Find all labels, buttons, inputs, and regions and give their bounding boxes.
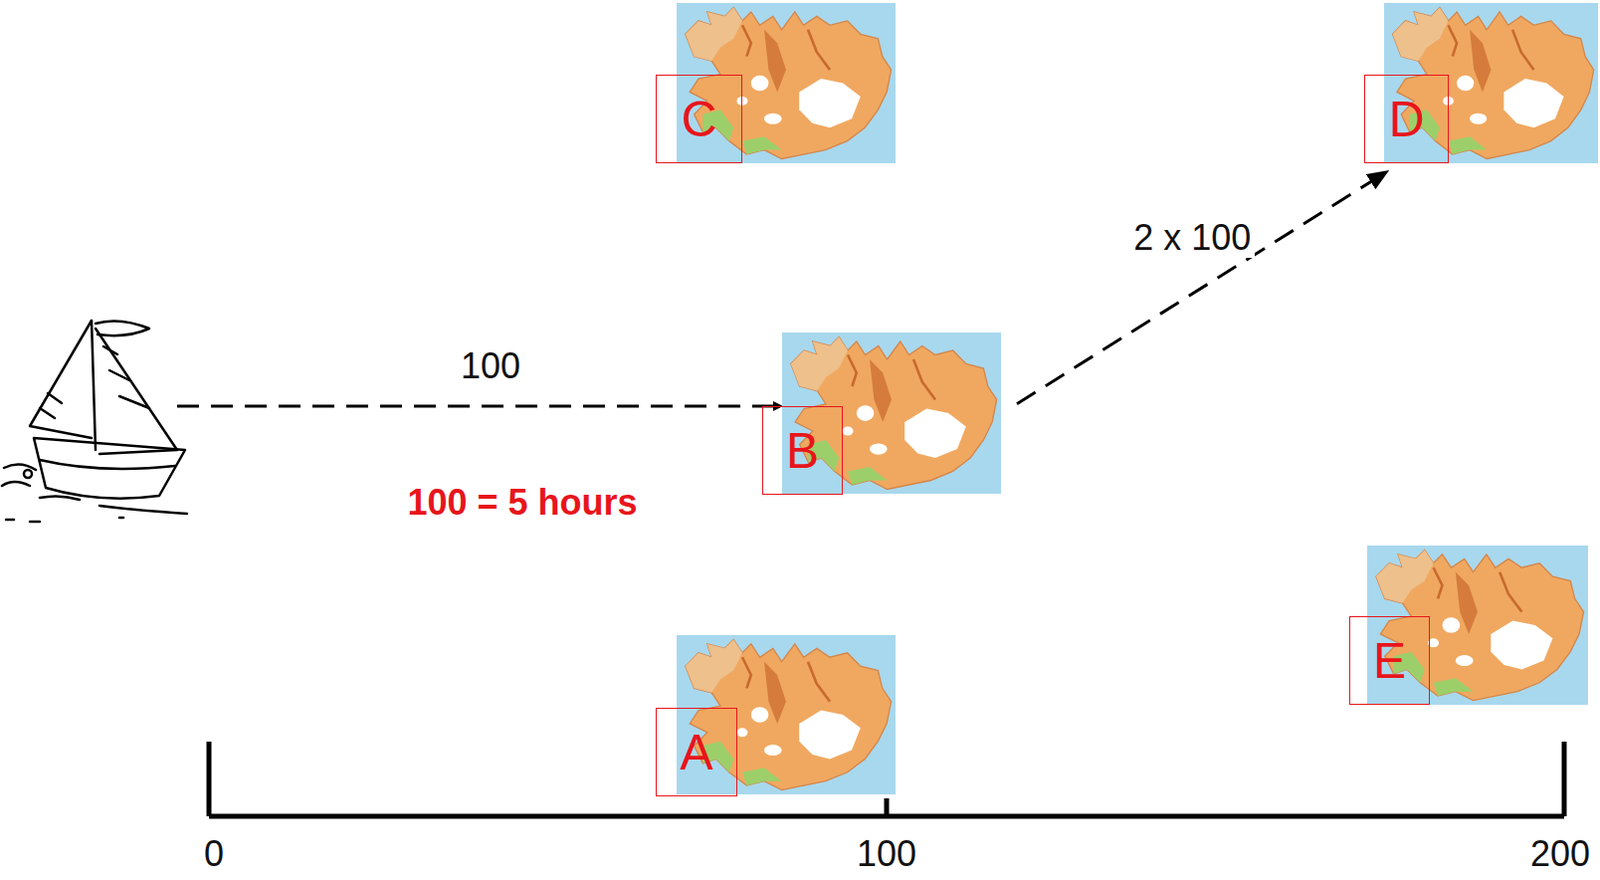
time-note: 100 = 5 hours [406,482,637,523]
axis-tick-label: 200 [1530,833,1591,874]
point-letter: D [1364,74,1449,164]
point-letter: A [655,707,738,797]
distance-arrow [177,404,783,408]
sailboat [1,320,188,522]
island-map: B [762,332,1001,495]
island-map: C [655,2,896,164]
point-letter: B [762,405,843,495]
axis-tick-label: 0 [203,833,224,874]
island-map: A [655,634,896,797]
distance-label: 2 x 100 [1129,217,1255,258]
axis-tick-label: 100 [856,833,917,874]
distance-label: 100 [460,346,521,387]
island-map: D [1364,2,1599,164]
point-letter: C [655,74,743,164]
route-arrow [1016,171,1389,404]
point-letter: E [1349,615,1430,705]
island-map: E [1349,545,1589,705]
